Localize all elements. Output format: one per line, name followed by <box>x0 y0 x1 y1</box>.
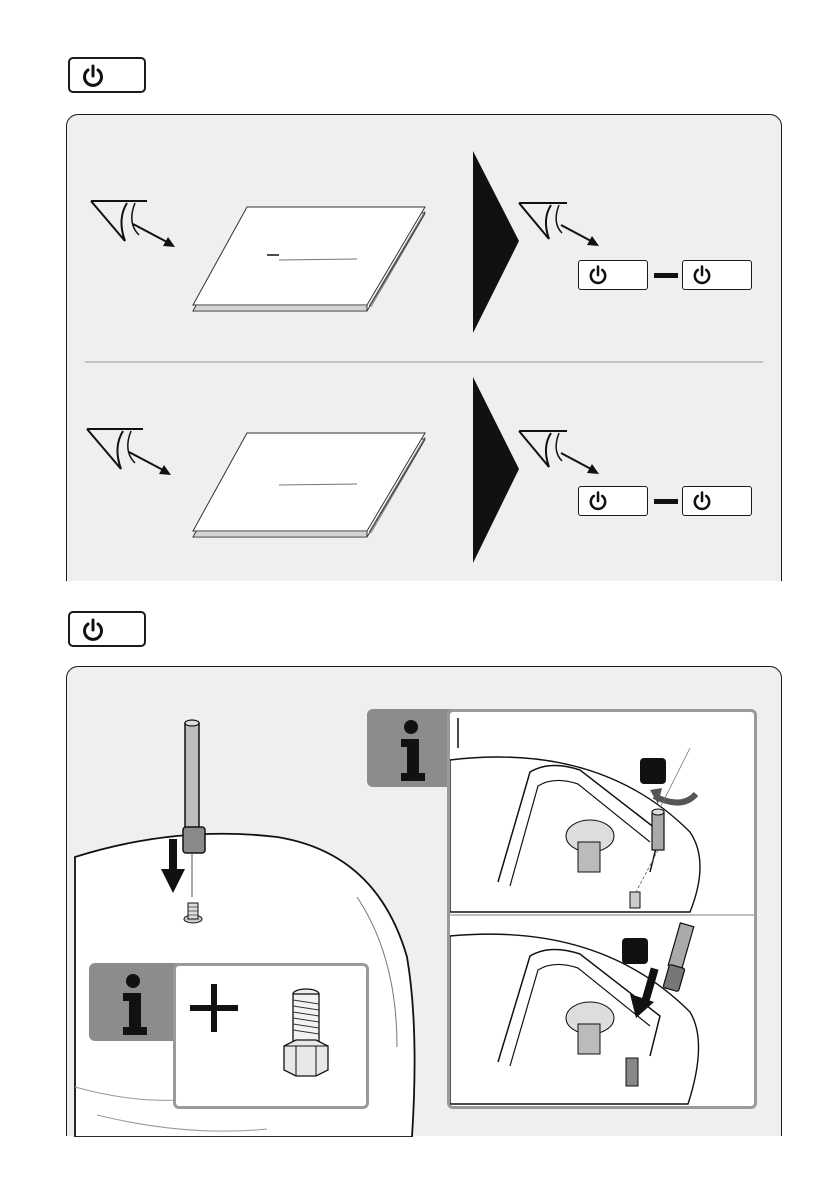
eye-icon <box>519 203 567 239</box>
arrow-right-icon <box>129 452 171 475</box>
arrow-right-icon <box>561 225 599 246</box>
info-icon <box>119 973 159 1037</box>
bolt-illustration <box>276 984 336 1094</box>
flow-arrow-2 <box>473 377 519 563</box>
arrow-right-icon <box>561 453 599 474</box>
dash-separator <box>654 273 678 278</box>
step2-panel <box>66 666 782 1136</box>
insert-illustration <box>450 923 699 1104</box>
info-box-bolt <box>173 963 369 1109</box>
step1-illustration <box>67 115 783 582</box>
power-icon <box>80 617 106 643</box>
step-badge-power <box>68 57 146 93</box>
step1-panel <box>66 114 782 581</box>
plus-icon <box>184 978 244 1038</box>
power-icon <box>587 490 609 512</box>
info-tab <box>89 963 185 1041</box>
power-icon <box>691 264 713 286</box>
assembly-illustration <box>450 712 754 1106</box>
power-box <box>578 260 648 290</box>
power-icon <box>691 490 713 512</box>
eye-icon <box>87 429 143 469</box>
dash-separator <box>654 499 678 504</box>
manual-stack-1 <box>193 207 425 311</box>
power-box <box>682 486 752 516</box>
flow-arrow-1 <box>473 151 519 333</box>
manual-stack-2 <box>193 433 425 537</box>
eye-icon <box>519 431 567 467</box>
arrow-right-icon <box>133 224 175 247</box>
eye-icon <box>91 201 147 241</box>
power-icon <box>80 63 106 89</box>
power-box <box>578 486 648 516</box>
power-box <box>682 260 752 290</box>
step-badge-power <box>68 611 146 647</box>
info-box-assembly <box>447 709 757 1109</box>
info-icon <box>397 719 437 783</box>
rotate-illustration <box>450 718 700 912</box>
power-icon <box>587 264 609 286</box>
